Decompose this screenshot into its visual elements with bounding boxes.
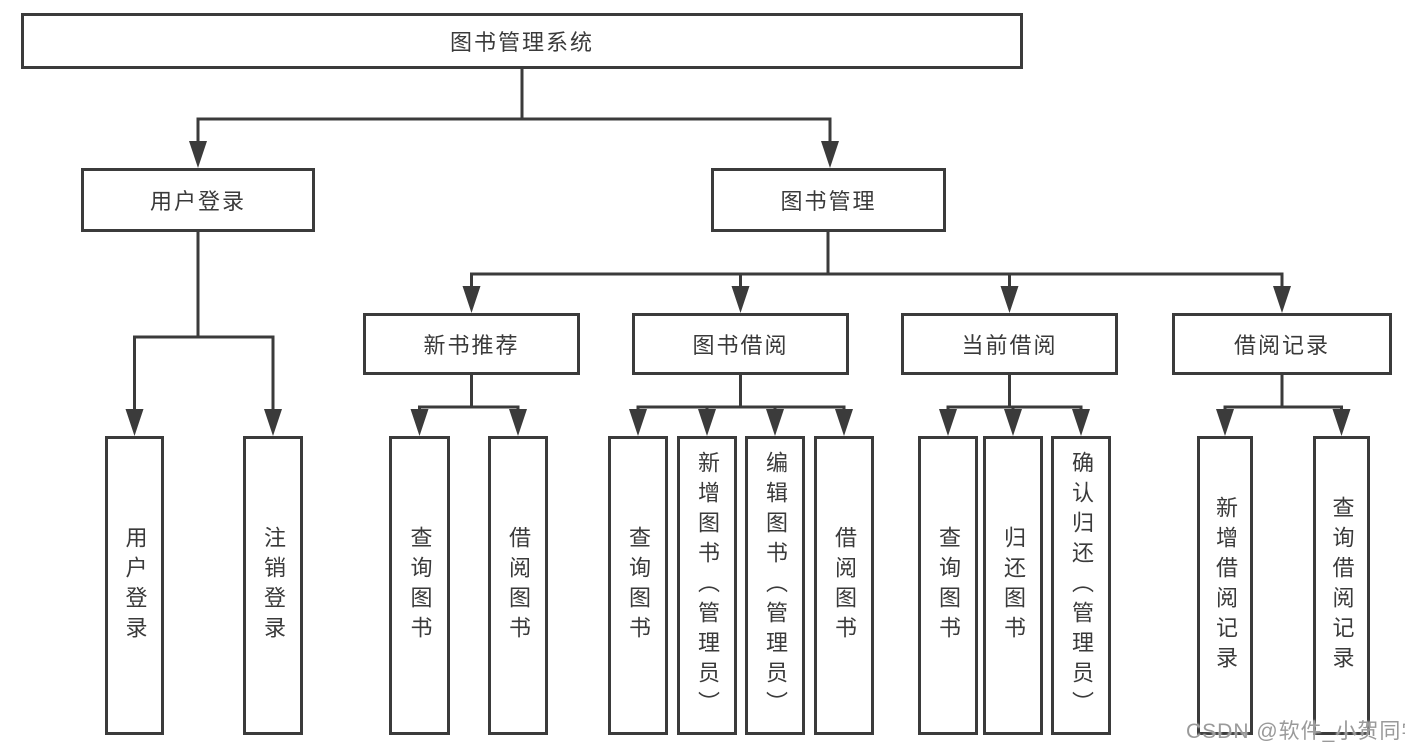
leaf-query-books-borrowing-label: 查询图书 (626, 525, 651, 646)
leaf-borrow-books: 借阅图书 (814, 436, 874, 735)
leaf-edit-books-admin: 编辑图书（管理员） (745, 436, 805, 735)
leaf-logout: 注销登录 (243, 436, 303, 735)
leaf-query-books-recommend: 查询图书 (389, 436, 450, 735)
leaf-query-books-current-label: 查询图书 (936, 525, 961, 646)
connector-arrowheads (125, 141, 1351, 436)
node-new-book-recommend: 新书推荐 (363, 313, 580, 375)
node-borrowing-records-label: 借阅记录 (1233, 333, 1330, 358)
watermark-text: CSDN @软件_小贺同学 (1186, 720, 1405, 743)
leaf-query-books-recommend-label: 查询图书 (407, 525, 433, 646)
node-root: 图书管理系统 (21, 13, 1023, 69)
node-user-login: 用户登录 (81, 168, 315, 232)
leaf-add-books-admin: 新增图书（管理员） (677, 436, 737, 735)
node-current-borrowing-label: 当前借阅 (961, 333, 1058, 358)
node-book-management: 图书管理 (711, 168, 946, 232)
leaf-return-books: 归还图书 (983, 436, 1043, 735)
node-book-management-label: 图书管理 (780, 189, 877, 214)
leaf-add-borrow-record: 新增借阅记录 (1197, 436, 1253, 735)
leaf-query-books-current: 查询图书 (918, 436, 978, 735)
node-new-book-recommend-label: 新书推荐 (423, 333, 520, 358)
node-root-label: 图书管理系统 (449, 30, 594, 55)
leaf-user-login-label: 用户登录 (122, 525, 148, 646)
leaf-return-books-label: 归还图书 (1001, 525, 1026, 646)
leaf-borrow-books-recommend: 借阅图书 (488, 436, 548, 735)
leaf-edit-books-admin-label: 编辑图书（管理员） (763, 450, 788, 721)
leaf-confirm-return-admin: 确认归还（管理员） (1051, 436, 1111, 735)
node-book-borrowing: 图书借阅 (632, 313, 849, 375)
leaf-add-books-admin-label: 新增图书（管理员） (695, 450, 720, 721)
leaf-logout-label: 注销登录 (261, 525, 286, 646)
node-user-login-label: 用户登录 (149, 189, 246, 214)
node-current-borrowing: 当前借阅 (901, 313, 1118, 375)
leaf-borrow-books-recommend-label: 借阅图书 (506, 525, 531, 646)
leaf-confirm-return-admin-label: 确认归还（管理员） (1069, 450, 1094, 721)
leaf-query-books-borrowing: 查询图书 (608, 436, 668, 735)
node-book-borrowing-label: 图书借阅 (692, 333, 789, 358)
leaf-user-login: 用户登录 (105, 436, 164, 735)
leaf-borrow-books-label: 借阅图书 (832, 525, 857, 646)
leaf-query-borrow-record: 查询借阅记录 (1313, 436, 1370, 735)
leaf-query-borrow-record-label: 查询借阅记录 (1329, 495, 1355, 676)
node-borrowing-records: 借阅记录 (1172, 313, 1392, 375)
leaf-add-borrow-record-label: 新增借阅记录 (1213, 495, 1238, 676)
